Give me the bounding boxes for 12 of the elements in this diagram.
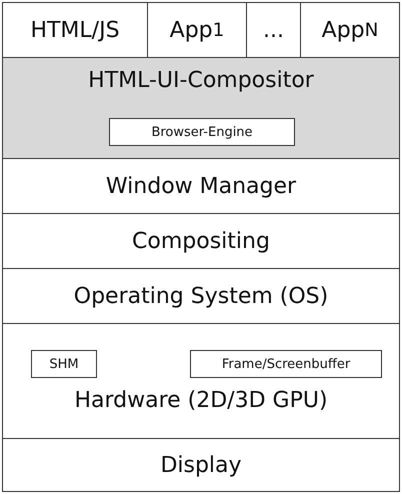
layer-title: HTML-UI-Compositor	[87, 68, 315, 93]
layer-panel	[2, 323, 400, 439]
component-box: Browser-Engine	[109, 118, 295, 146]
component-box: SHM	[31, 350, 97, 378]
layer-panel	[2, 57, 400, 159]
component-box: Frame/Screenbuffer	[190, 350, 382, 378]
layer-title: Hardware (2D/3D GPU)	[73, 388, 329, 413]
layer-box: Display	[2, 438, 400, 492]
layer-box: Window Manager	[2, 158, 400, 214]
layer-box: HTML/JS	[2, 2, 148, 58]
layer-box: Operating System (OS)	[2, 268, 400, 324]
layer-box: Compositing	[2, 213, 400, 269]
